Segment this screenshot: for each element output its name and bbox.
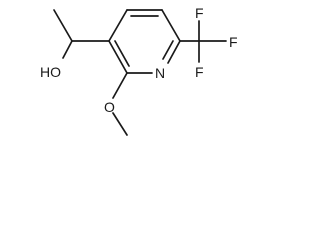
fluorine-top-label: F (195, 5, 204, 21)
ring-bond-c6-n (167, 40, 181, 64)
bond-ch-oh (62, 40, 73, 59)
ring-nitrogen-label: N (155, 65, 165, 81)
bond-c2-o (112, 72, 128, 99)
ring-bond-c2-c3 (108, 40, 128, 74)
hydroxyethyl-group (53, 9, 110, 59)
trifluoromethyl-group (179, 20, 227, 63)
pyridine-ring (108, 9, 181, 74)
methoxy-group (112, 72, 128, 136)
bond-ch-methyl (53, 9, 73, 42)
chemical-structure-diagram: HO O N F F F (40, 5, 238, 136)
ring-bond-c6-n-double (162, 40, 174, 60)
hydroxyl-oxygen-label: HO (40, 64, 61, 80)
ring-bond-c3-c4 (108, 9, 128, 42)
fluorine-right-label: F (229, 34, 238, 50)
ring-bond-c2-c3-double (114, 40, 130, 67)
ring-bond-c5-c6 (161, 9, 181, 42)
fluorine-bottom-label: F (195, 64, 204, 80)
methoxy-oxygen-label: O (104, 99, 115, 115)
bond-o-methyl (112, 112, 128, 136)
